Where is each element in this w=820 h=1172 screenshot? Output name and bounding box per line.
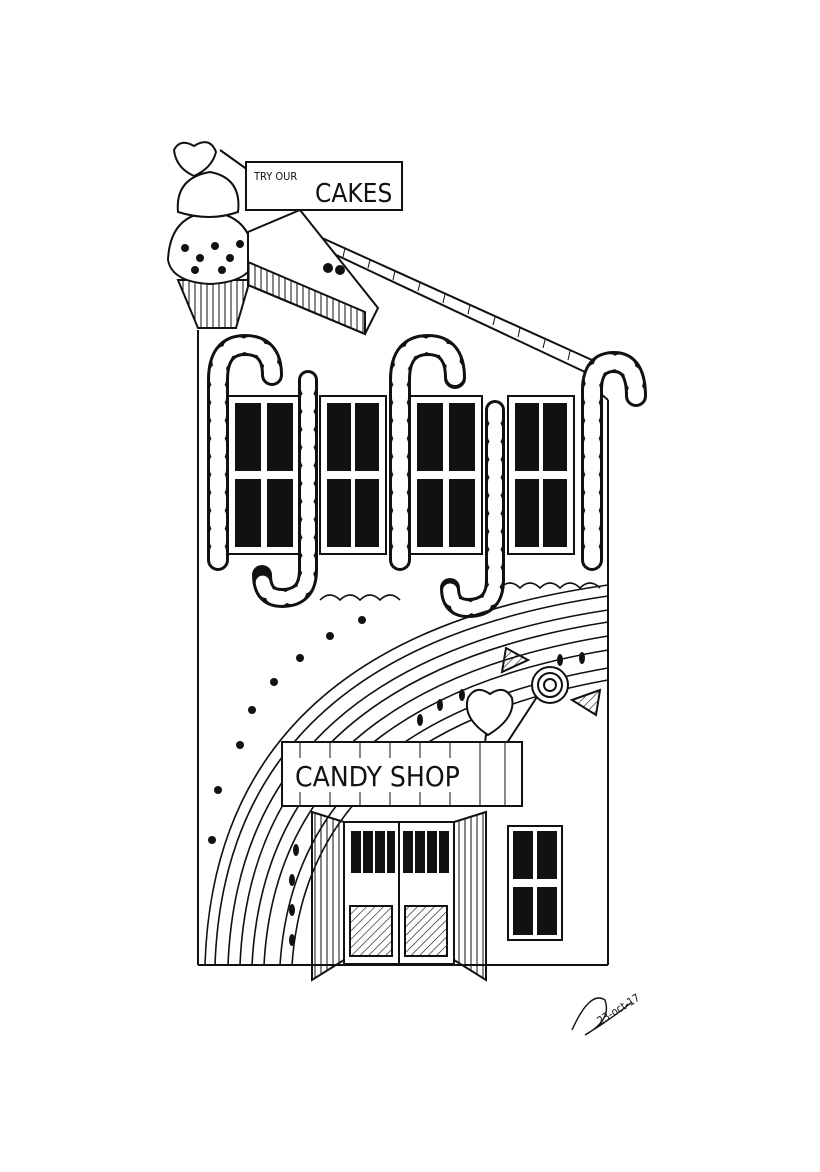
- upper-window-2: [319, 395, 387, 555]
- entrance: [311, 810, 487, 982]
- cakes-sign-small: TRY OUR: [253, 170, 297, 183]
- candy-cane-5: [581, 350, 647, 571]
- candy-cane-3: [389, 333, 466, 571]
- arch-dots: [208, 616, 585, 946]
- candy-shop-sign-text: CANDY SHOP: [295, 760, 460, 793]
- lower-window: [507, 825, 563, 941]
- signature: 23-oct-17: [571, 991, 643, 1036]
- upper-window-1: [227, 395, 301, 555]
- signature-date: 23-oct-17: [595, 991, 643, 1027]
- candy-canes: [207, 333, 647, 619]
- cake-slice: [247, 208, 380, 336]
- candy-cane-2: [252, 370, 318, 609]
- cakes-sign: TRY OUR CAKES: [219, 149, 403, 211]
- candy-cane-1: [207, 333, 283, 571]
- scallop-trim: [319, 582, 601, 602]
- upper-windows: [227, 395, 575, 555]
- candy-cane-4: [440, 400, 505, 619]
- upper-window-4: [507, 395, 575, 555]
- candy-shop-sign: CANDY SHOP: [281, 741, 523, 807]
- upper-window-3: [409, 395, 483, 555]
- swirl-lollipop: [485, 646, 602, 776]
- cakes-sign-big: CAKES: [315, 179, 392, 209]
- cupcake: [166, 141, 256, 329]
